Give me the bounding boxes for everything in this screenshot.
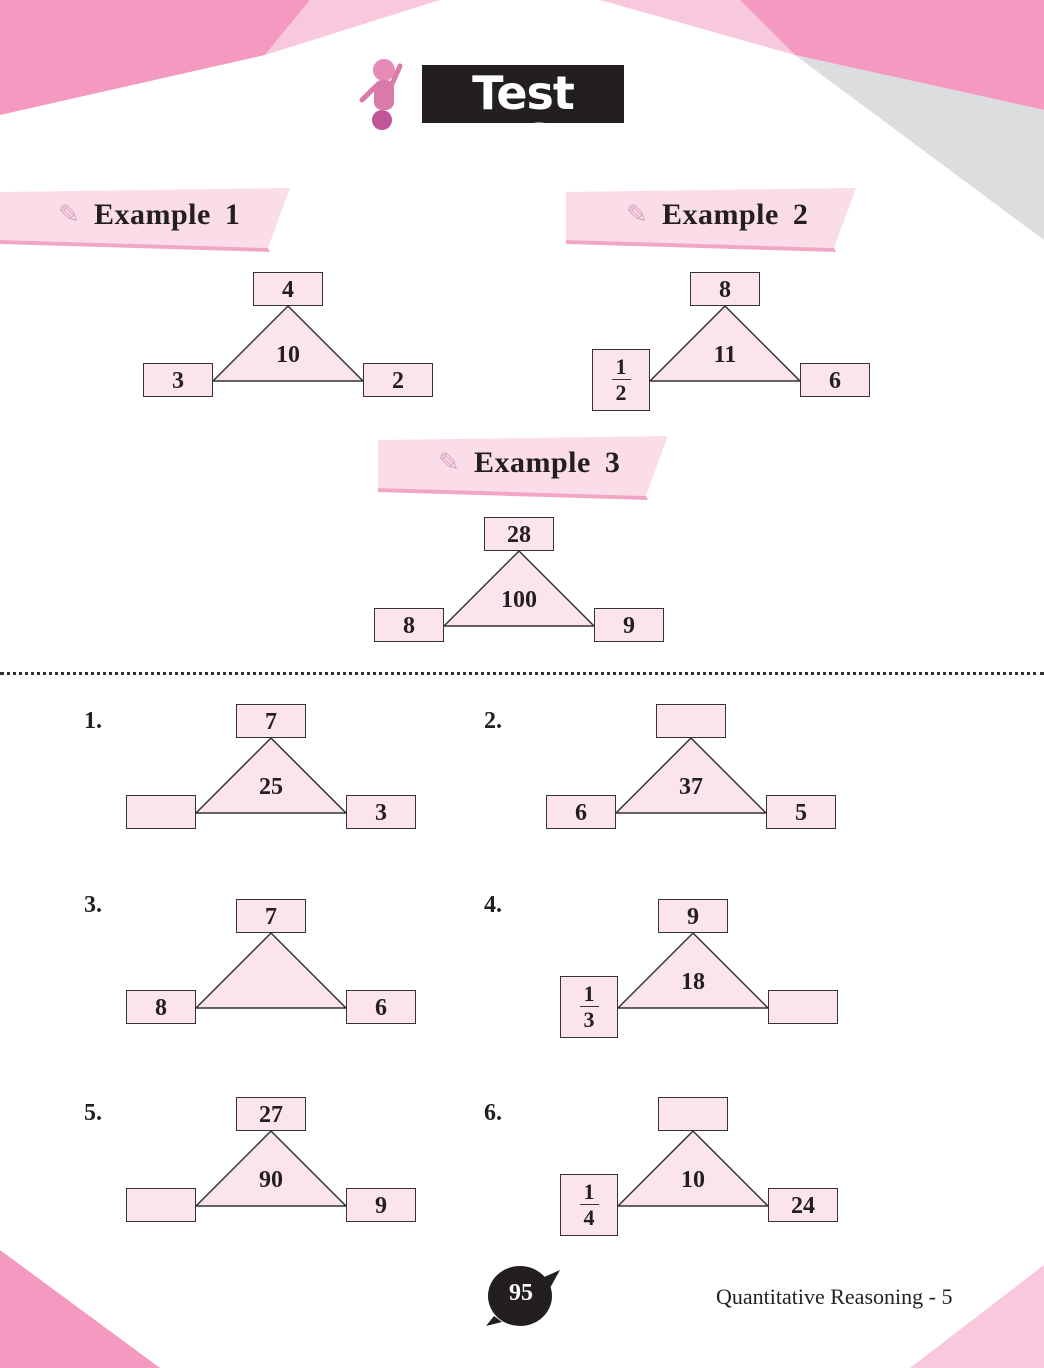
triangle	[194, 736, 348, 814]
triangle	[614, 736, 768, 814]
example-3-label: Example 3	[474, 446, 621, 479]
example-puzzle: 28 8 9 100	[374, 517, 674, 667]
example-2-label: Example 2	[662, 198, 809, 231]
page-header: Test 18	[358, 56, 624, 165]
right-box: 2	[363, 363, 433, 397]
pencil-mascot-icon: ✎	[438, 448, 460, 477]
numerator: 1	[579, 981, 599, 1007]
triangle	[616, 931, 770, 1009]
page-title: Test 18	[422, 65, 624, 165]
question-6-number: 6.	[484, 1100, 502, 1126]
top-box: 27	[236, 1097, 306, 1131]
denominator: 4	[583, 1204, 595, 1230]
triangle	[648, 304, 802, 382]
center-value: 100	[501, 587, 537, 613]
numerator: 1	[611, 354, 631, 380]
center-value: 10	[276, 342, 300, 368]
right-box[interactable]	[768, 990, 838, 1024]
question-puzzle: 6 5 37	[546, 704, 846, 854]
book-title: Quantitative Reasoning - 5	[716, 1284, 953, 1309]
center-value: 11	[713, 342, 737, 368]
question-3-number: 3.	[84, 892, 102, 918]
numerator: 1	[579, 1179, 599, 1205]
left-box: 8	[374, 608, 444, 642]
right-box: 9	[594, 608, 664, 642]
decor-gray-top-right	[795, 55, 1044, 240]
decor-pink-bottom-left	[0, 1250, 160, 1368]
right-box: 3	[346, 795, 416, 829]
question-5-number: 5.	[84, 1100, 102, 1126]
left-box[interactable]	[126, 1188, 196, 1222]
decor-light-pink-top-right	[600, 0, 795, 55]
decor-light-pink-top-left	[265, 0, 440, 55]
question-puzzle: 7 3 25	[126, 704, 426, 854]
question-puzzle: 7 8 6	[126, 899, 426, 1049]
right-box: 24	[768, 1188, 838, 1222]
top-box: 7	[236, 704, 306, 738]
section-divider	[0, 672, 1044, 675]
example-2-banner: ✎ Example 2	[566, 188, 858, 254]
right-box: 6	[346, 990, 416, 1024]
right-box: 5	[766, 795, 836, 829]
question-puzzle: 27 9 90	[126, 1097, 426, 1247]
center-value: 10	[681, 1167, 705, 1193]
question-2-number: 2.	[484, 708, 502, 734]
right-box: 9	[346, 1188, 416, 1222]
top-box: 4	[253, 272, 323, 306]
question-4-number: 4.	[484, 892, 502, 918]
example-3-banner: ✎ Example 3	[378, 436, 670, 502]
triangle	[442, 549, 596, 627]
left-box: 6	[546, 795, 616, 829]
decor-pink-top-right	[740, 0, 1044, 110]
top-box: 8	[690, 272, 760, 306]
left-box[interactable]	[126, 795, 196, 829]
center-value: 25	[259, 774, 283, 800]
girl-character-icon	[359, 59, 403, 130]
top-box: 9	[658, 899, 728, 933]
page-number: 95	[509, 1280, 533, 1306]
triangle	[194, 931, 348, 1009]
left-box: 8	[126, 990, 196, 1024]
decor-pink-bottom-right	[910, 1265, 1044, 1368]
decor-pink-top-left	[0, 0, 310, 115]
left-box: 3	[143, 363, 213, 397]
question-1-number: 1.	[84, 708, 102, 734]
right-box: 6	[800, 363, 870, 397]
pencil-mascot-icon: ✎	[58, 200, 80, 229]
triangle	[211, 304, 365, 382]
denominator: 3	[583, 1006, 595, 1032]
triangle	[616, 1129, 770, 1207]
example-1-label: Example 1	[94, 198, 241, 231]
top-box: 7	[236, 899, 306, 933]
top-box[interactable]	[656, 704, 726, 738]
top-box: 28	[484, 517, 554, 551]
pencil-mascot-icon: ✎	[626, 200, 648, 229]
center-value: 90	[259, 1167, 283, 1193]
example-1-banner: ✎ Example 1	[0, 188, 292, 254]
center-value: 18	[681, 969, 705, 995]
example-puzzle: 4 3 2 10	[143, 272, 443, 422]
center-value: 37	[679, 774, 703, 800]
triangle	[194, 1129, 348, 1207]
top-box[interactable]	[658, 1097, 728, 1131]
page-number-badge: 95	[484, 1266, 564, 1330]
denominator: 2	[615, 379, 627, 405]
